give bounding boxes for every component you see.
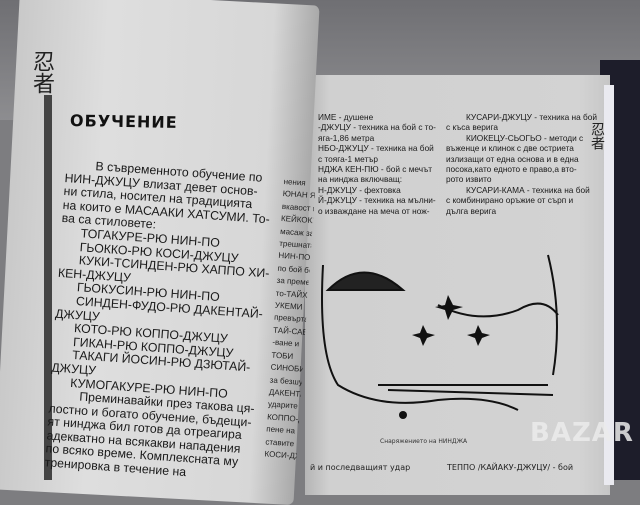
text-line: ИМЕ - душене bbox=[318, 112, 374, 122]
text-line: КУСАРИ-КАМА - техника на бой bbox=[466, 184, 590, 195]
right-page-column-1: ИМЕ - душене-ДЖУЦУ - техника на бой с то… bbox=[318, 112, 442, 216]
sword-drawing bbox=[378, 384, 554, 396]
text-line: КУСАРИ-ДЖУЦУ - техника на бой bbox=[466, 112, 598, 122]
text-line: въженце и клинок с две остриета bbox=[446, 143, 574, 154]
text-line: Й-ДЖУЦУ - техника на мълни- bbox=[318, 195, 436, 206]
text-line: рото извито bbox=[446, 174, 492, 185]
text-line: КОСИ-ДЖУЦУ bbox=[264, 449, 316, 463]
text-line: посока,като едното е право,а вто- bbox=[446, 164, 577, 175]
text-line: с тояга-1 метър bbox=[318, 153, 379, 164]
illustration-caption: Снаряжението на НИНДЖА bbox=[380, 438, 468, 445]
text-line: дълга верига bbox=[446, 205, 497, 216]
right-page-bottom-left-text: й и последващият удар bbox=[310, 463, 411, 472]
page-stack-edge bbox=[604, 85, 614, 485]
shuriken-drawings bbox=[412, 295, 490, 346]
text-line: -ДЖУЦУ - техника на бой с то- bbox=[318, 122, 436, 133]
text-line: с къса верига bbox=[446, 122, 498, 133]
text-line: о изваждане на меча от нож- bbox=[318, 205, 430, 216]
text-line: Н-ДЖУЦУ - фехтовка bbox=[318, 184, 401, 195]
sickle-drawing bbox=[547, 254, 558, 376]
rope-drawing bbox=[321, 264, 519, 411]
ninja-kanji-logo-left: 忍者 bbox=[29, 50, 54, 94]
right-page-bottom-right-text: ТЕППО /КАЙАКУ-ДЖУЦУ/ - бой bbox=[447, 463, 574, 472]
text-line: КИОКЕЦУ-СЬОГЬО - методи с bbox=[466, 132, 584, 143]
hat-drawing bbox=[325, 271, 406, 291]
bazar-watermark-logo: BAZAR bbox=[530, 418, 634, 448]
text-line: с комбинирано оръжие от сърп и bbox=[446, 195, 574, 206]
text-line: излизащи от една основа и в една bbox=[446, 153, 579, 164]
text-line: на нинджа включващ: bbox=[318, 174, 403, 185]
left-page-decorative-bar bbox=[44, 95, 52, 480]
text-line: яга-1,86 метра bbox=[318, 132, 375, 143]
ninja-kanji-logo-right: 忍者 bbox=[589, 122, 605, 150]
text-line: НДЖА КЕН-ПЮ - бой с мечът bbox=[318, 164, 433, 175]
chain-drawing bbox=[437, 302, 559, 318]
text-line: НБО-ДЖУЦУ - техника на бой bbox=[318, 143, 434, 154]
ninja-equipment-illustration bbox=[321, 254, 559, 419]
section-heading: ОБУЧЕНИЕ bbox=[69, 111, 178, 132]
